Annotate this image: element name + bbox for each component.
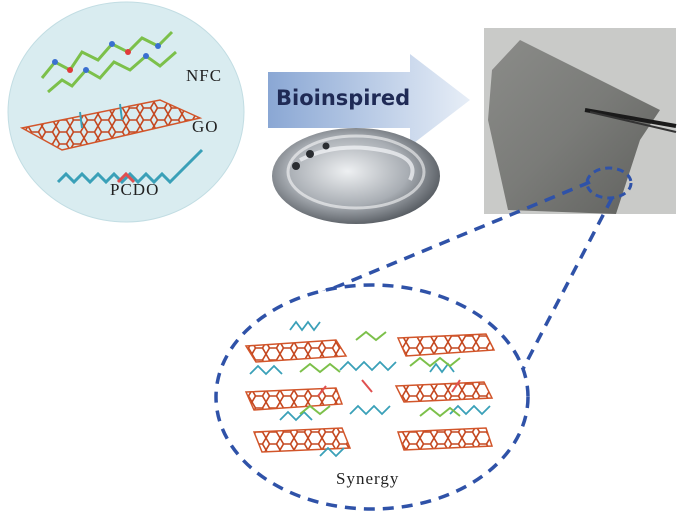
go-sheet: [19, 99, 203, 151]
bioinspired-label: Bioinspired: [276, 86, 411, 110]
zoom-lines: [299, 180, 614, 391]
shell-image: [272, 128, 440, 224]
pcdo-chain: [56, 148, 204, 185]
go-label: GO: [192, 117, 219, 136]
nfc-molecule: [40, 30, 177, 94]
nfc-label: NFC: [186, 66, 223, 85]
components-circle: [7, 1, 245, 223]
pcdo-label: PCDO: [110, 180, 160, 199]
synergy-label: Synergy: [336, 469, 400, 488]
synergy-ellipse: [214, 283, 530, 511]
film-photo: [484, 28, 677, 214]
bioinspired-arrow: [268, 54, 470, 146]
